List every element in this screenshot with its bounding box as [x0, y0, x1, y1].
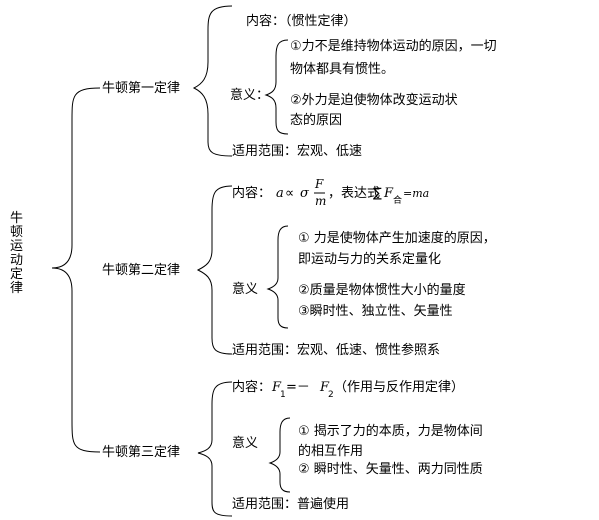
law2-meaning-line-4: ③瞬时性、独立性、矢量性: [298, 304, 453, 319]
root-label: 牛顿运动定律: [10, 211, 24, 296]
law2-formula-sigma: σ: [300, 186, 309, 201]
law1-meaning-line-2: 物体都具有惯性。: [290, 62, 395, 77]
law3-scope: 适用范围：普遍使用: [232, 497, 350, 512]
law3-meaning-bracket: [268, 417, 291, 493]
law1-title: 牛顿第一定律: [102, 81, 181, 96]
law3-meaning-line-1: ① 揭示了力的本质，力是物体间: [298, 424, 483, 439]
law3-title: 牛顿第三定律: [102, 445, 181, 460]
law2-expr-label: ，表达式: [328, 186, 381, 201]
law2-content-prefix: 内容：: [232, 186, 272, 201]
law1-bracket: [192, 5, 233, 157]
law1-meaning-line-4: 态的原因: [290, 113, 343, 128]
law3-f2: F: [320, 380, 330, 395]
law2-meaning-label: 意义: [232, 282, 259, 297]
law1-content: 内容：（惯性定律）: [246, 14, 357, 29]
law2-title: 牛顿第二定律: [102, 263, 181, 278]
law2-expr-rhs: =ma: [403, 187, 430, 200]
law3-content-prefix: 内容：: [232, 380, 272, 395]
law2-meaning-line-2: 即运动与力的关系定量化: [298, 252, 442, 267]
law2-scope: 适用范围：宏观、低速、惯性参照系: [232, 343, 441, 358]
law3-meaning-label: 意义: [232, 436, 259, 451]
law2-formula-prop: ∝: [285, 186, 295, 201]
law3-f1: F: [272, 380, 282, 395]
law2-meaning-line-1: ① 力是使物体产生加速度的原因，: [298, 231, 496, 246]
law3-content-suffix: （作用与反作用定律）: [334, 380, 465, 395]
law2-bracket: [196, 185, 233, 355]
law3-meaning-line-3: ② 瞬时性、矢量性、两力同性质: [298, 462, 483, 477]
law2-formula-denominator: m: [315, 194, 327, 208]
law3-bracket: [197, 381, 233, 517]
law1-scope: 适用范围：宏观、低速: [232, 144, 363, 159]
law2-formula-a: a: [276, 186, 284, 201]
law1-meaning-line-1: ①力不是维持物体运动的原因，一切: [290, 39, 497, 54]
law2-formula-numerator: F: [315, 177, 324, 191]
law2-expr-subscript: 合: [393, 196, 403, 206]
law2-expr-F: F: [384, 186, 394, 201]
law2-meaning-line-3: ②质量是物体惯性大小的量度: [298, 283, 466, 298]
law1-meaning-line-3: ②外力是迫使物体改变运动状: [290, 93, 458, 108]
law3-meaning-line-2: 的相互作用: [298, 444, 364, 459]
law3-f1-subscript: 1: [280, 390, 286, 400]
root-bracket: [51, 87, 101, 453]
law1-meaning-bracket: [264, 39, 289, 135]
law3-f2-subscript: 2: [328, 390, 334, 400]
law2-meaning-bracket: [266, 225, 289, 329]
law2-expr-sum: ∑: [373, 186, 382, 201]
law1-meaning-label: 意义：: [230, 88, 270, 103]
law3-equals: =－: [286, 380, 310, 395]
